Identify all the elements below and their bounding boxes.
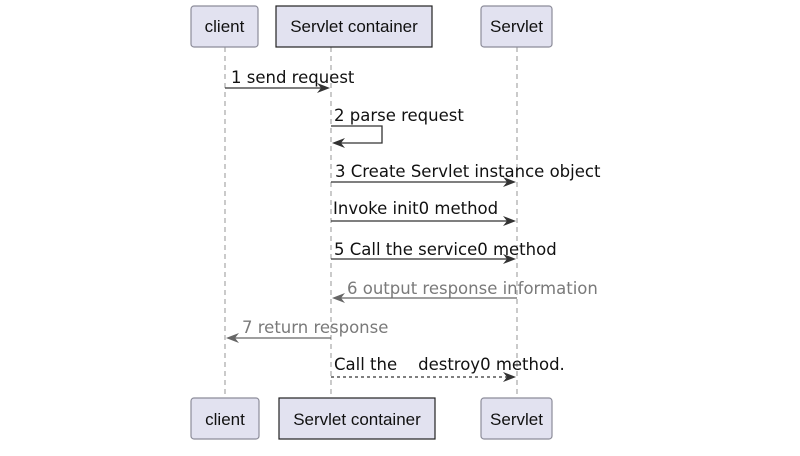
- message-8-call-destroy: Call the destroy0 method.: [331, 355, 565, 382]
- servlet-label-bottom: Servlet: [490, 410, 543, 429]
- container-participant-bottom: Servlet container: [278, 397, 436, 440]
- message-4-label: Invoke init0 method: [333, 199, 498, 218]
- container-label-bottom: Servlet container: [293, 410, 421, 429]
- container-label-top: Servlet container: [290, 17, 418, 36]
- container-participant-top: Servlet container: [275, 5, 433, 48]
- message-3-label: 3 Create Servlet instance object: [335, 162, 601, 181]
- message-1-send-request: 1 send request: [225, 68, 355, 93]
- servlet-participant-bottom: Servlet: [480, 397, 553, 440]
- message-3-create-instance: 3 Create Servlet instance object: [331, 162, 601, 187]
- message-7-label: 7 return response: [242, 318, 388, 337]
- client-label-top: client: [205, 17, 245, 36]
- client-participant-top: client: [190, 5, 259, 48]
- servlet-participant-top: Servlet: [480, 5, 553, 48]
- servlet-label-top: Servlet: [490, 17, 543, 36]
- client-participant-bottom: client: [190, 397, 260, 440]
- message-6-label: 6 output response information: [347, 279, 598, 298]
- message-2-parse-request: 2 parse request: [331, 106, 464, 148]
- message-1-label: 1 send request: [231, 68, 355, 87]
- message-5-call-service: 5 Call the service0 method: [331, 240, 557, 264]
- message-8-label: Call the destroy0 method.: [334, 355, 565, 374]
- message-7-return-response: 7 return response: [226, 318, 388, 343]
- client-label-bottom: client: [205, 410, 245, 429]
- message-5-label: 5 Call the service0 method: [334, 240, 557, 259]
- message-4-invoke-init: Invoke init0 method: [331, 199, 516, 226]
- message-2-label: 2 parse request: [334, 106, 464, 125]
- message-6-output-response: 6 output response information: [332, 279, 598, 303]
